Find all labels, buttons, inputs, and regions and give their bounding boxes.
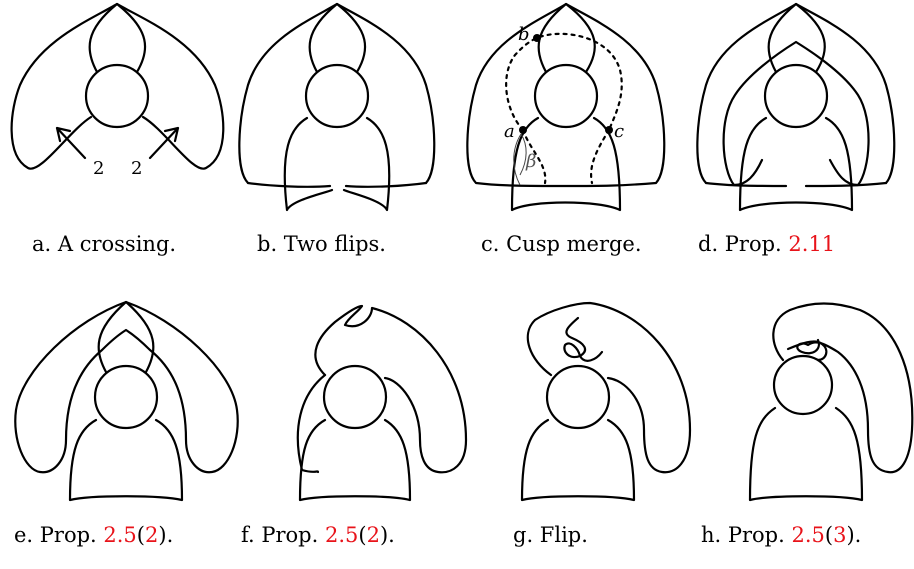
panel-c-label-c: c	[614, 121, 624, 142]
caption-g: g. Flip.	[513, 523, 588, 547]
panel-b-bottom-right	[344, 181, 428, 188]
panel-c-inner-lobe	[537, 2, 596, 74]
panel-h-disk	[772, 354, 834, 416]
panel-g-lower-arch	[520, 418, 636, 502]
panel-c-point-a	[519, 126, 527, 134]
panel-f-disk	[322, 364, 388, 430]
caption-f-ref-link[interactable]: 2.5	[324, 523, 359, 547]
caption-a-text: a. A crossing.	[32, 232, 177, 256]
panel-e-inner-lobe	[97, 300, 155, 374]
caption-a: a. A crossing.	[32, 232, 176, 256]
panel-g-curl	[563, 316, 604, 362]
caption-b-text: b. Two flips.	[257, 232, 386, 256]
panel-c-dotted-a-down	[521, 128, 547, 185]
panel-g-outer-loop	[526, 301, 692, 474]
panel-c-lower-arch	[510, 116, 622, 212]
panel-a-right-arrow	[148, 126, 180, 160]
caption-e: e. Prop. 2.5(2).	[14, 523, 174, 547]
panel-c-disk	[533, 63, 599, 129]
panel-c-label-b: b	[518, 24, 530, 45]
panel-g-disk	[545, 364, 611, 430]
panel-h-cusp	[786, 340, 828, 362]
panel-c-dotted-c-down	[590, 128, 611, 185]
panel-c-label-a: a	[504, 121, 515, 142]
panel-h-drawing	[748, 302, 914, 502]
panel-a-label-left: 2	[93, 158, 104, 179]
panel-d-big-loop	[696, 2, 896, 185]
caption-b: b. Two flips.	[257, 232, 386, 256]
panel-a-inner-lobe	[88, 2, 147, 74]
panel-d-lower-arch	[738, 116, 854, 212]
caption-h-subref-link[interactable]: 3	[833, 523, 847, 547]
panel-a-drawing	[10, 2, 225, 170]
panel-a-big-loop	[10, 2, 225, 170]
caption-h-suffix: ).	[846, 523, 862, 547]
caption-h-text: h. Prop.	[701, 523, 792, 547]
panel-d-disk	[763, 63, 829, 129]
panel-a-label-right: 2	[131, 158, 142, 179]
caption-h: h. Prop. 2.5(3).	[701, 523, 862, 547]
caption-e-text: e. Prop.	[14, 523, 104, 547]
panel-b-inner-lobe	[308, 2, 367, 74]
caption-d-text: d. Prop.	[698, 232, 789, 256]
panel-d-bottom-edge	[704, 181, 888, 188]
panel-c-point-c	[605, 126, 613, 134]
panel-b-drawing	[238, 2, 436, 212]
panel-e-drawing	[14, 300, 239, 502]
caption-e-suffix: ).	[158, 523, 174, 547]
panel-b-disk	[304, 63, 370, 129]
panel-a-disk	[84, 63, 150, 129]
caption-h-ref-link[interactable]: 2.5	[791, 523, 825, 547]
panel-f-lower-arch	[298, 418, 412, 502]
caption-e-subref-link[interactable]: 2	[145, 523, 159, 547]
caption-f-text: f. Prop.	[241, 523, 325, 547]
panel-e-disk	[93, 364, 159, 430]
caption-f: f. Prop. 2.5(2).	[241, 523, 395, 547]
caption-c-text: c. Cusp merge.	[481, 232, 642, 256]
caption-g-text: g. Flip.	[513, 523, 588, 547]
panel-c-drawing	[466, 2, 666, 212]
panel-f-outer-loop	[314, 304, 468, 474]
panel-e-lower-arch	[68, 418, 184, 502]
panel-b-big-loop	[238, 2, 436, 185]
panel-h-lower-arch	[748, 406, 864, 502]
panel-c-point-b	[533, 34, 541, 42]
panel-f-drawing	[296, 304, 468, 502]
panel-e-outer-loop	[14, 300, 239, 474]
panel-d-drawing	[696, 2, 896, 212]
panel-g-drawing	[520, 301, 692, 502]
panel-c-label-beta: β	[525, 151, 536, 172]
panel-d-middle-loop	[722, 40, 870, 187]
panel-h-outer-loop	[772, 302, 914, 474]
panel-b-bottom-left	[246, 181, 332, 188]
panel-c-beta-arc	[513, 133, 527, 186]
panel-c-dotted-left	[505, 32, 623, 132]
caption-d-ref-link[interactable]: 2.11	[788, 232, 836, 256]
panel-d-inner-lobe	[767, 2, 826, 74]
caption-f-subref-link[interactable]: 2	[366, 523, 380, 547]
caption-e-ref-link[interactable]: 2.5	[103, 523, 137, 547]
panel-a-left-arrow	[55, 126, 87, 160]
caption-d: d. Prop. 2.11	[698, 232, 835, 256]
caption-c: c. Cusp merge.	[481, 232, 642, 256]
panel-b-lower-arch	[283, 116, 391, 212]
panel-c-big-loop	[466, 2, 666, 188]
caption-f-suffix: ).	[379, 523, 395, 547]
